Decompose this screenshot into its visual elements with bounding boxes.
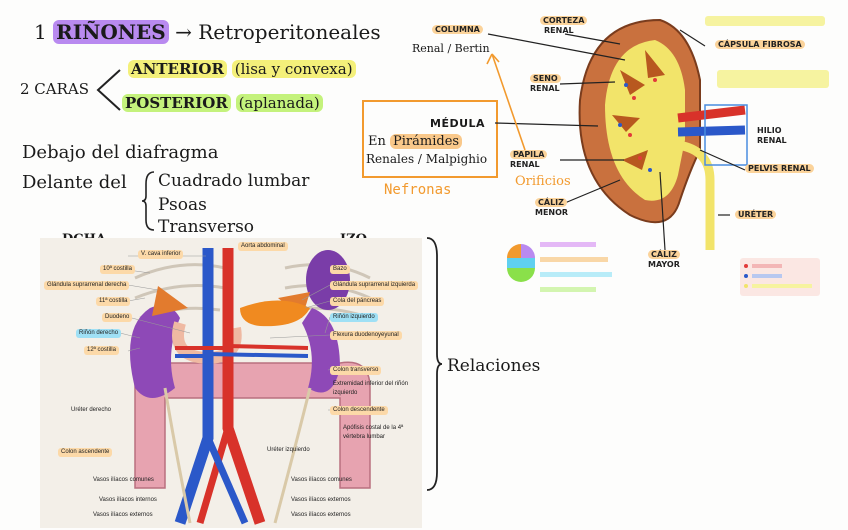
plate-label-rib-12: 12ª costilla [84, 346, 119, 355]
relations-label: Relaciones [447, 356, 541, 376]
position-brace-icon [142, 171, 155, 231]
plate-label-kidney-right: Riñón derecho [76, 329, 122, 338]
arrow-icon: → [175, 20, 192, 44]
plate-label-iliac-external-left-2: Vasos ilíacos externos [291, 512, 351, 518]
orange-arrow [491, 53, 526, 151]
anatomy-plate: V. cava inferior 10ª costilla Glándula s… [40, 238, 422, 528]
plate-label-lumbar-process: Apófisis costal de la 4ª vértebra lumbar [343, 425, 404, 440]
relations-brace-icon [426, 237, 443, 491]
anatomy-illustration [119, 248, 371, 525]
plate-label-adrenal-right: Glándula suprarrenal derecha [44, 281, 130, 290]
posterior-detail: (aplanada) [235, 94, 323, 112]
plate-label-kidney-left-lower: Extremidad inferior del riñón izquierdo [333, 381, 409, 396]
top-right-note [705, 16, 825, 26]
medulla-line3: Renales / Malpighio [366, 152, 488, 166]
kidney-label-capsula: CÁPSULA FIBROSA [715, 40, 805, 50]
plate-label-iliac-common-left: Vasos ilíacos comunes [291, 477, 352, 483]
plate-label-iliac-external-left-1: Vasos ilíacos externos [291, 497, 351, 503]
anterior-name: ANTERIOR [128, 60, 227, 78]
plate-label-colon-descending: Colon descendente [330, 406, 388, 415]
plate-label-vena-cava: V. cava inferior [138, 250, 184, 259]
kidney-label-pelvis: PELVIS RENAL [745, 164, 814, 174]
position-line1: Debajo del diafragma [22, 142, 219, 163]
plate-label-colon-transverse: Colon transverso [330, 366, 382, 375]
position-line2-prefix: Delante del [22, 172, 127, 193]
plate-label-aorta: Aorta abdominal [238, 242, 288, 251]
plate-label-duodenum: Duodeno [102, 313, 133, 322]
faces-label: 2 CARAS [20, 80, 90, 98]
position-item-1: Cuadrado lumbar [158, 171, 310, 191]
kidney-label-orificios: Orificios [515, 174, 571, 189]
plate-label-kidney-left: Riñón izquierdo [330, 313, 378, 322]
kidney-label-columna: COLUMNA [432, 25, 483, 35]
nephrons-label: Nefronas [384, 182, 452, 198]
faces-brace-icon [96, 69, 121, 111]
plate-label-ureter-right: Uréter derecho [71, 407, 112, 413]
medulla-title: MÉDULA [430, 117, 486, 130]
lobe-legend-icon [507, 244, 535, 282]
position-item-2: Psoas [158, 195, 207, 215]
plate-label-duodenojejunal: Flexura duodenoyeyunal [330, 331, 402, 340]
plate-label-adrenal-left: Glándula suprarrenal izquierda [330, 281, 419, 290]
medulla-box [362, 100, 498, 178]
side-note [717, 70, 829, 88]
face-anterior: ANTERIOR (lisa y convexa) [128, 60, 356, 78]
face-posterior: POSTERIOR (aplanada) [122, 94, 323, 112]
title-word: RIÑONES [53, 20, 169, 44]
plate-label-ureter-left: Uréter izquierdo [267, 447, 310, 453]
plate-label-colon-ascending: Colon ascendente [58, 448, 113, 457]
plate-label-iliac-internal-right: Vasos ilíacos internos [99, 497, 157, 503]
plate-label-spleen: Bazo [330, 265, 350, 274]
kidney-diagram [578, 18, 748, 250]
title-line: 1 RIÑONES → Retroperitoneales [34, 20, 381, 44]
title-arrow-target: Retroperitoneales [198, 20, 381, 44]
anterior-detail: (lisa y convexa) [231, 60, 356, 78]
medulla-pyramids: Pirámides [390, 134, 463, 149]
kidney-label-ureter: URÉTER [735, 210, 777, 220]
medulla-line2-pre: En [368, 134, 386, 149]
position-item-3: Transverso [158, 217, 255, 237]
title-number: 1 [34, 20, 47, 44]
color-legend-card [740, 258, 820, 296]
medulla-line2: En Pirámides [368, 134, 463, 149]
plate-label-iliac-external-right: Vasos ilíacos externos [93, 512, 153, 518]
legend-lines [540, 242, 612, 292]
plate-label-pancreas-tail: Cola del páncreas [330, 297, 385, 306]
kidney-label-columna-sub: Renal / Bertin [412, 42, 490, 55]
plate-label-rib-11: 11ª costilla [96, 297, 131, 306]
plate-label-iliac-common-right: Vasos ilíacos comunes [93, 477, 154, 483]
plate-label-rib-10: 10ª costilla [100, 265, 135, 274]
posterior-name: POSTERIOR [122, 94, 231, 112]
